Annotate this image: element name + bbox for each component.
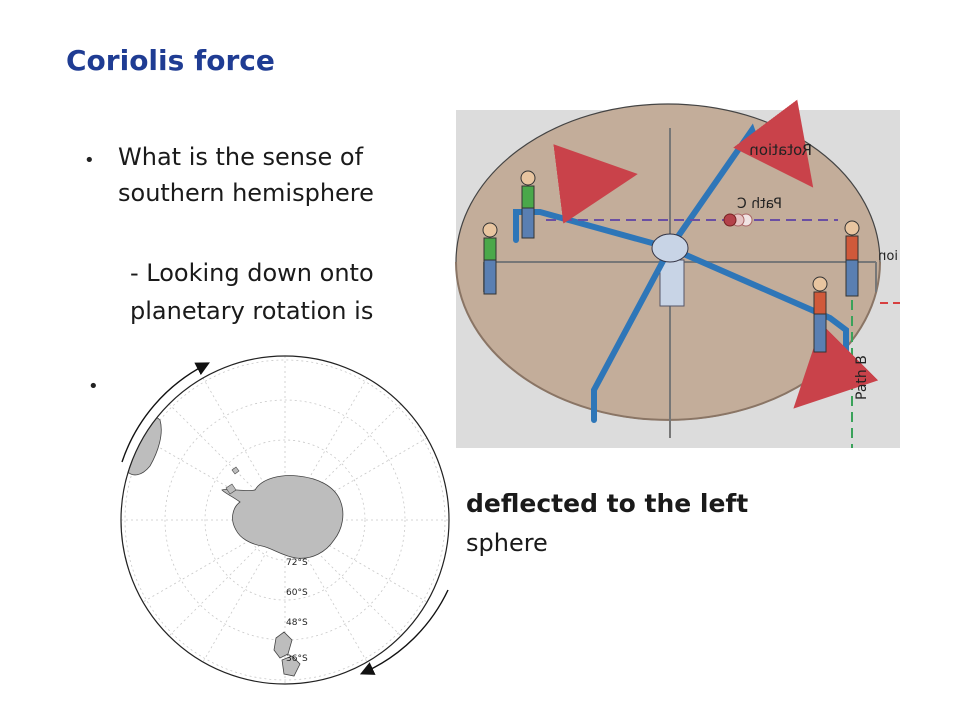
lat-label-36: 36°S [286,654,308,664]
antarctica-landmass [221,475,344,559]
slide-title: Coriolis force [66,44,275,77]
red-rotation-arrow-icon [793,323,879,409]
person-figure [482,222,498,295]
south-america-landmass [122,416,162,476]
bullet-marker: • [84,150,95,171]
bullet-marker: • [88,376,99,397]
bullet1-line1: What is the sense of [118,143,364,171]
sub-line1: - Looking down onto [130,259,374,287]
person-figure [520,170,536,239]
rotation-arrow-bottom-icon [359,589,449,675]
person-figure [812,276,828,353]
rotation-arrow-top-icon [121,362,210,463]
hub [651,233,689,263]
new-zealand-landmass [273,631,301,677]
rotation-label: Rotation [749,141,812,159]
red-rotation-arrow-icon [553,144,638,224]
platform [455,103,881,421]
lat-label-60: 60°S [286,588,308,598]
sub-line2: planetary rotation is [130,297,374,325]
path-c-label: Path C [737,196,782,212]
person-figure [844,220,860,297]
red-rotation-arrow-icon [733,99,814,188]
map-border [120,355,450,685]
bullet2-bold-text: deflected to the left [466,489,749,518]
path-b-label: Path B [854,355,870,400]
bullet2-line2: sphere [466,529,548,557]
bullet1-line2: southern hemisphere [118,179,374,207]
partial-label: ion [878,249,898,264]
lat-label-48: 48°S [286,618,308,628]
lat-label-72: 72°S [286,558,308,568]
